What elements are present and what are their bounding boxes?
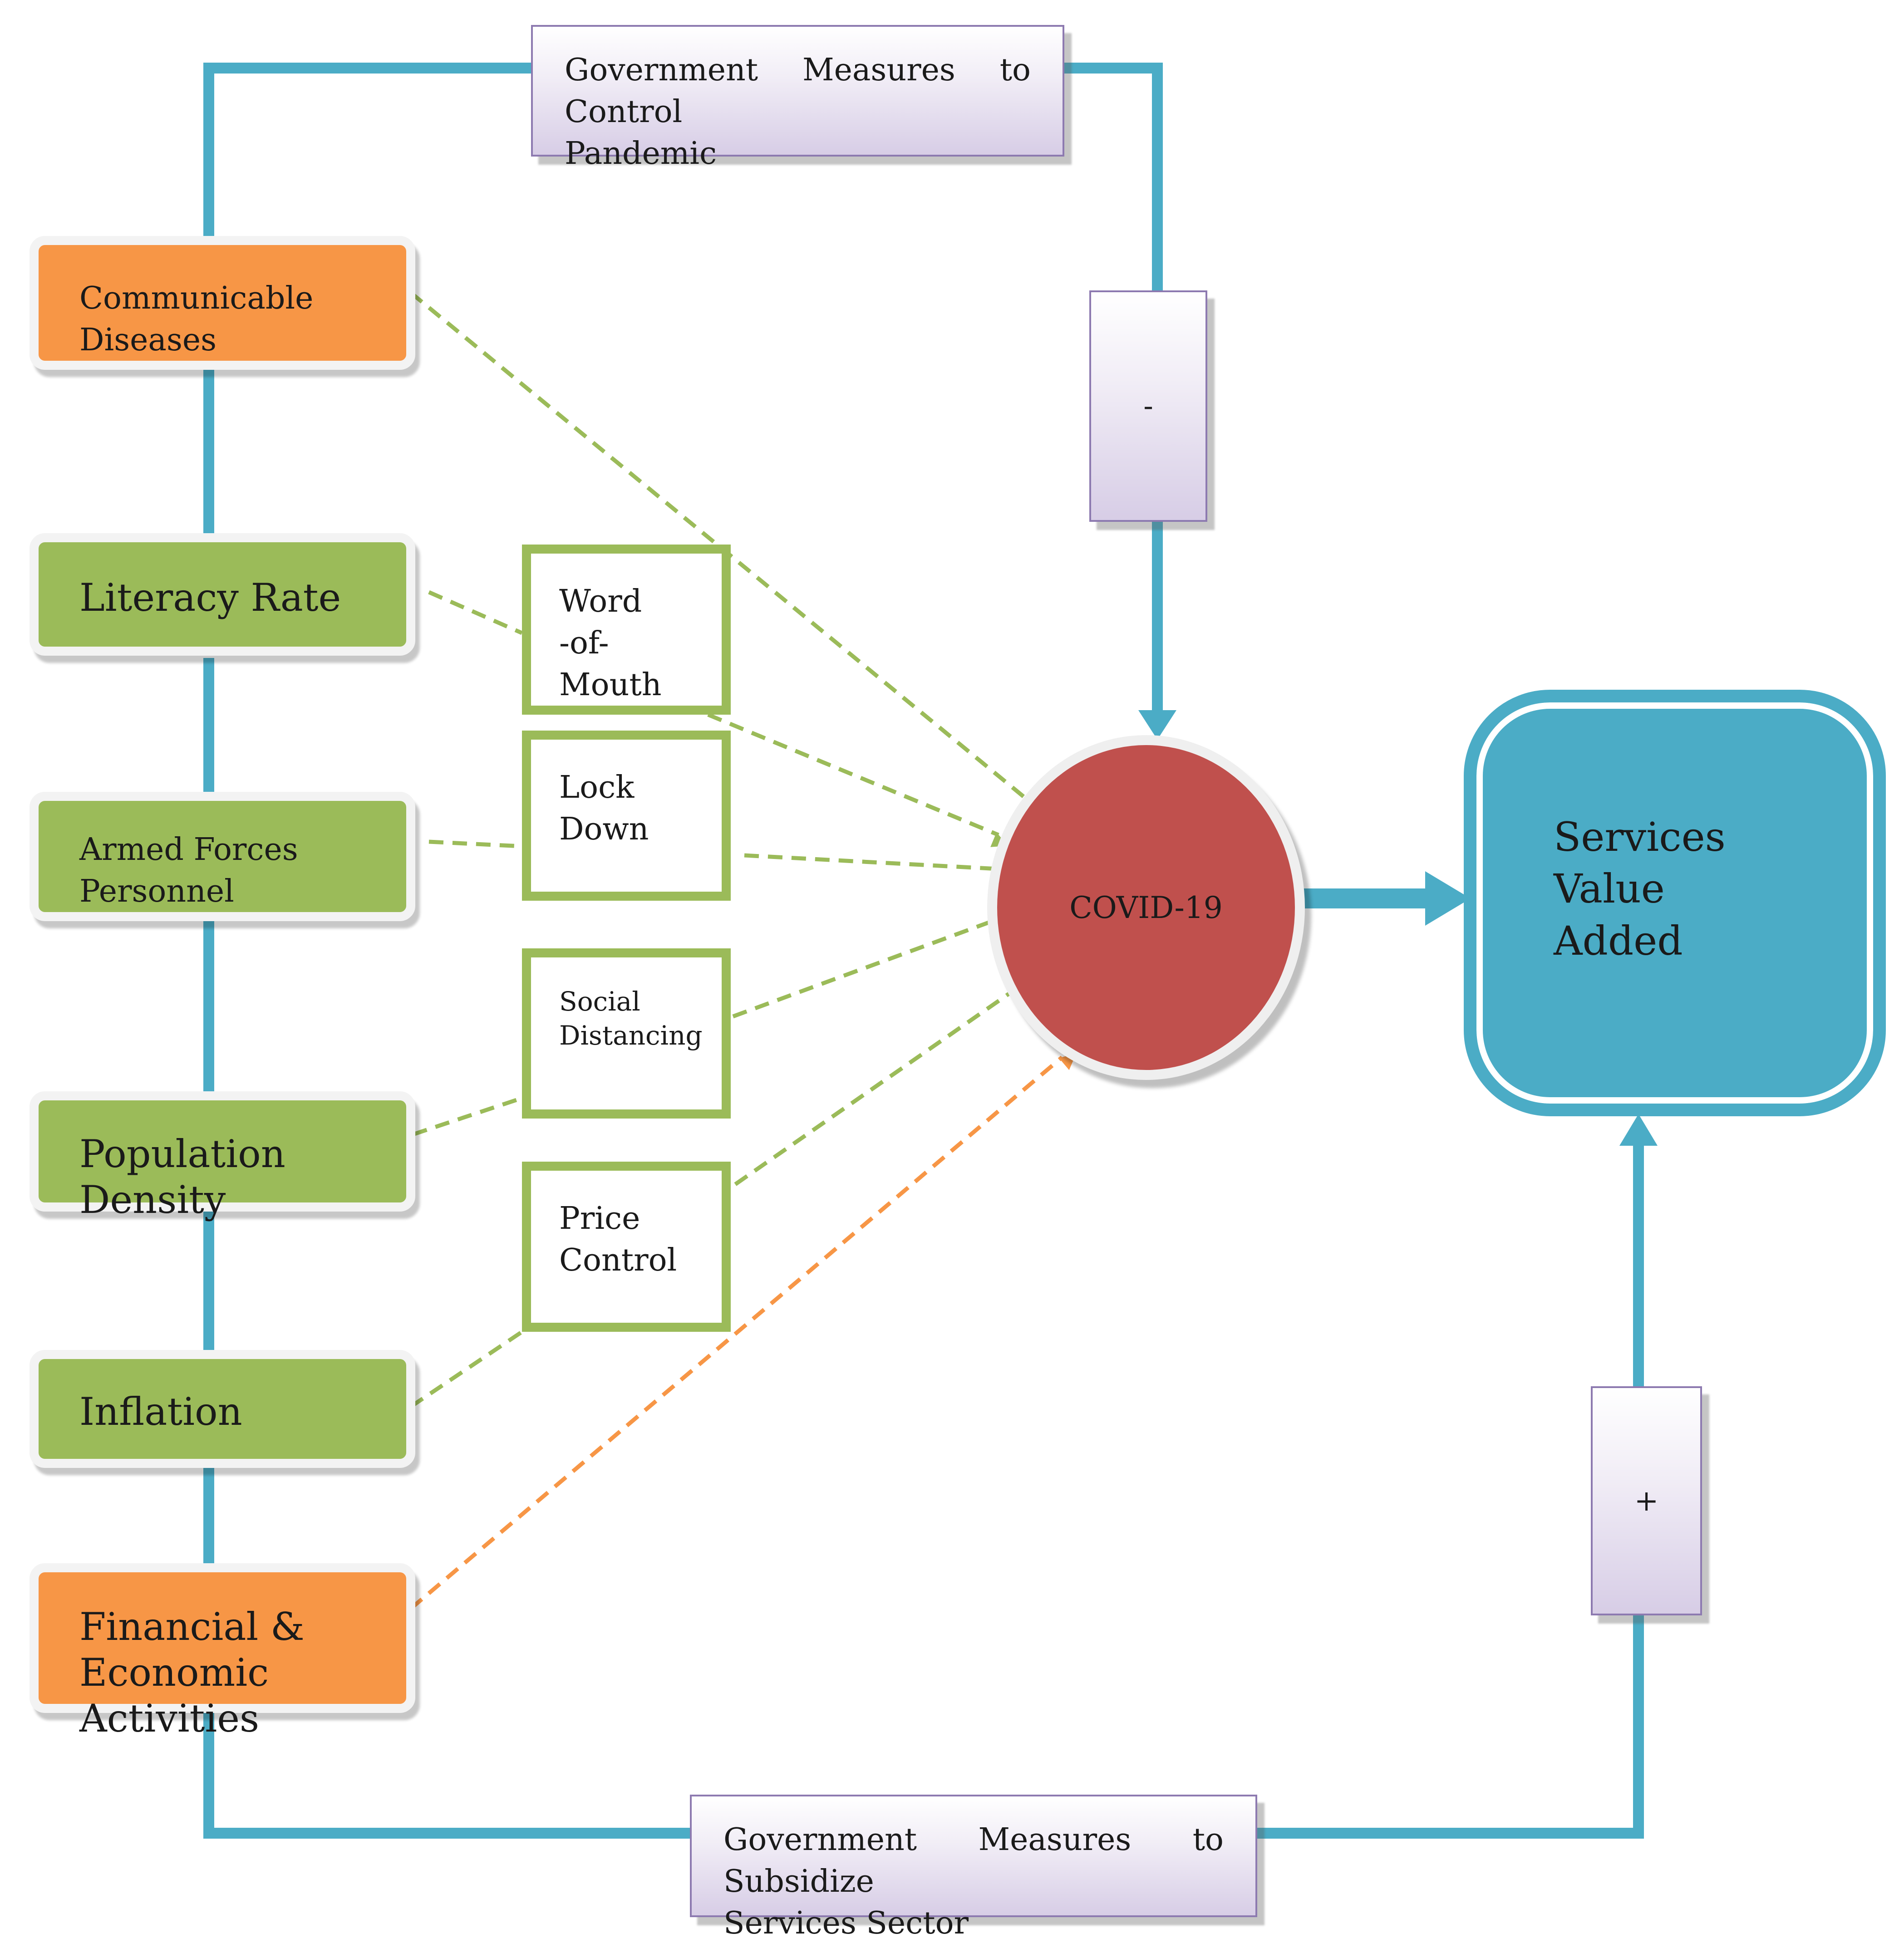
arrow-wom-to-covid bbox=[707, 712, 1009, 847]
price-line-1: Price bbox=[559, 1201, 640, 1237]
bottom-right-line bbox=[1257, 1615, 1644, 1839]
control-measures-line-1: Government Measures to Control bbox=[565, 52, 1031, 130]
minus-sign-box: - bbox=[1089, 290, 1207, 522]
literacy-rate-label: Literacy Rate bbox=[79, 575, 341, 620]
line-inflation-to-price bbox=[409, 1325, 530, 1408]
services-input-arrowhead bbox=[1619, 1114, 1658, 1146]
line-population-to-distancing bbox=[412, 1096, 523, 1137]
top-loop-line bbox=[203, 63, 531, 240]
lockdown-line-1: Lock bbox=[559, 770, 635, 805]
armed-forces-line-1: Armed Forces bbox=[79, 832, 298, 868]
control-measures-box: Government Measures to Control Pandemic bbox=[531, 25, 1064, 172]
communicable-line-1: Communicable bbox=[79, 280, 314, 316]
services-line-2: Added bbox=[1554, 917, 1683, 964]
services-value-added-box: Services Value Added bbox=[1464, 690, 1886, 1116]
bottom-loop-line bbox=[203, 1706, 690, 1839]
line-literacy-to-wom bbox=[428, 590, 523, 635]
distancing-line-2: Distancing bbox=[559, 1020, 703, 1051]
arrow-financial-to-covid bbox=[409, 1054, 1076, 1610]
price-line-2: Control bbox=[559, 1242, 677, 1278]
word-of-mouth-box: Word -of- Mouth bbox=[522, 545, 731, 715]
control-measures-line-2: Pandemic bbox=[565, 135, 717, 172]
arrow-lockdown-to-covid bbox=[744, 853, 1011, 883]
plus-sign: + bbox=[1634, 1484, 1659, 1518]
covid-to-services-arrowhead bbox=[1425, 871, 1471, 926]
lockdown-line-2: Down bbox=[559, 811, 649, 847]
arrow-price-to-covid bbox=[734, 989, 1027, 1186]
distancing-line-1: Social bbox=[559, 986, 640, 1017]
plus-sign-box: + bbox=[1591, 1386, 1702, 1615]
literacy-rate-box: Literacy Rate bbox=[30, 533, 415, 656]
financial-line-2: Economic Activities bbox=[79, 1650, 269, 1741]
arrow-distancing-to-covid bbox=[732, 917, 1013, 1019]
covid-19-label: COVID-19 bbox=[1069, 890, 1223, 925]
armed-forces-line-2: Personnel bbox=[79, 873, 234, 909]
subsidize-measures-box: Government Measures to Subsidize Service… bbox=[690, 1795, 1257, 1941]
communicable-line-2: Diseases bbox=[79, 322, 216, 358]
financial-line-1: Financial & bbox=[79, 1605, 305, 1649]
subsidize-measures-line-1: Government Measures to Subsidize bbox=[723, 1822, 1224, 1899]
lock-down-box: Lock Down bbox=[522, 731, 731, 901]
services-line-1: Services Value bbox=[1554, 814, 1726, 913]
financial-economic-box: Financial & Economic Activities bbox=[30, 1563, 415, 1741]
wom-line-2: -of- bbox=[559, 625, 609, 661]
covid-19-circle: COVID-19 bbox=[987, 735, 1305, 1080]
armed-forces-box: Armed Forces Personnel bbox=[30, 792, 415, 921]
wom-line-3: Mouth bbox=[559, 667, 662, 703]
subsidize-measures-line-2: Services Sector bbox=[723, 1905, 969, 1941]
population-density-box: Population Density bbox=[30, 1091, 415, 1222]
communicable-diseases-box: Communicable Diseases bbox=[30, 236, 415, 370]
top-right-line bbox=[1062, 63, 1163, 290]
social-distancing-box: Social Distancing bbox=[522, 948, 731, 1119]
line-armed-to-lockdown bbox=[428, 839, 522, 849]
population-density-label: Population Density bbox=[79, 1132, 285, 1222]
inflation-label: Inflation bbox=[79, 1389, 242, 1434]
inflation-box: Inflation bbox=[30, 1350, 415, 1468]
minus-sign: - bbox=[1143, 389, 1153, 423]
wom-line-1: Word bbox=[559, 584, 642, 619]
price-control-box: Price Control bbox=[522, 1162, 731, 1332]
covid-input-arrowhead bbox=[1138, 710, 1176, 740]
